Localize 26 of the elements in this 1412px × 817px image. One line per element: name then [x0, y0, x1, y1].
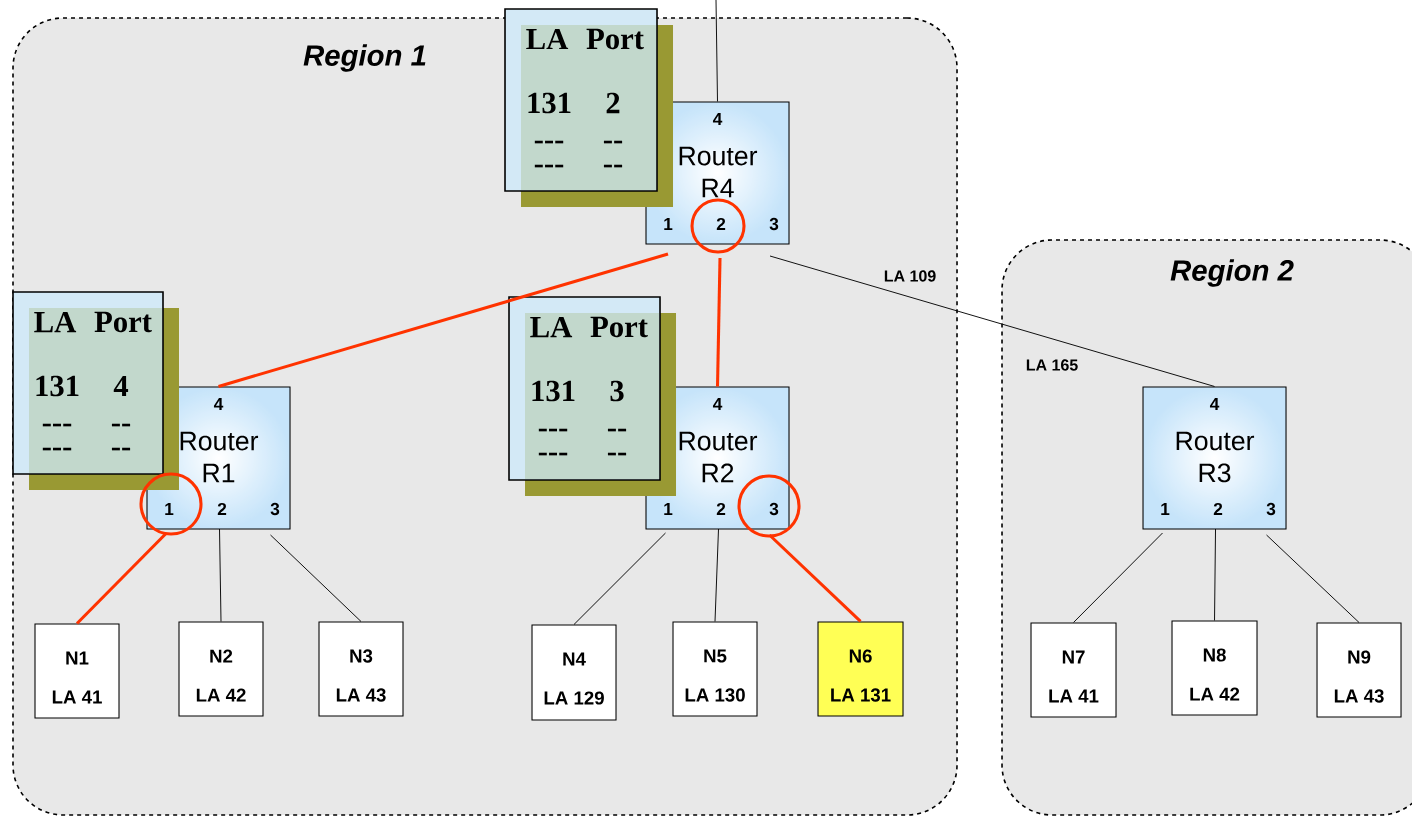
connector-line — [714, 528, 719, 622]
connector-line — [1266, 534, 1360, 623]
routing-table: LA Port 131 4 --- -- --- -- — [12, 291, 179, 490]
connector-line — [218, 252, 669, 388]
link-label: LA 165 — [1026, 359, 1078, 371]
host-box: N6 LA 131 — [817, 621, 904, 717]
connector-line — [715, 0, 718, 102]
connector-line — [219, 528, 222, 622]
host-box: N8 LA 42 — [1171, 620, 1258, 716]
connector-line — [715, 257, 722, 387]
host-box: N5 LA 130 — [672, 621, 758, 717]
routing-table: LA Port 131 2 --- -- --- -- — [504, 8, 673, 207]
host-box: N3 LA 43 — [318, 621, 404, 717]
host-box: N9 LA 43 — [1316, 622, 1402, 718]
routing-table: LA Port 131 3 --- -- --- -- — [508, 296, 676, 496]
connector-line — [1073, 532, 1163, 623]
connector-line — [1214, 528, 1216, 621]
connector-line — [573, 532, 666, 625]
link-label: LA 109 — [884, 270, 936, 282]
router-box: 4 Router R3 1 2 3 — [1142, 386, 1287, 530]
host-box: N1 LA 41 — [34, 623, 120, 719]
host-box: N4 LA 129 — [531, 624, 617, 721]
connector-line — [270, 534, 362, 622]
host-box: N2 LA 42 — [178, 621, 264, 717]
host-box: N7 LA 41 — [1030, 622, 1117, 718]
connector-line — [769, 255, 1215, 387]
